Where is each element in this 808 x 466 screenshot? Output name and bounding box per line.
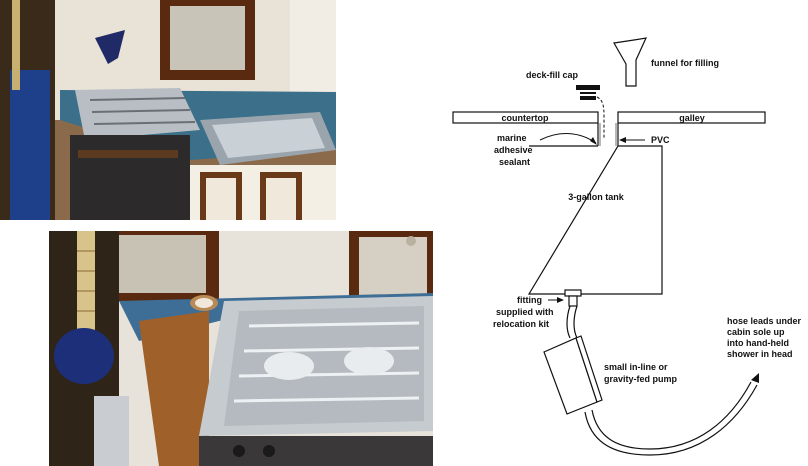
galley-photo-top bbox=[0, 0, 336, 220]
pump-label: small in-line or gravity-fed pump bbox=[604, 362, 678, 384]
fitting bbox=[564, 289, 582, 297]
tank-label: 3-gallon tank bbox=[568, 192, 625, 202]
galley-photo-bottom bbox=[49, 231, 433, 466]
funnel-icon bbox=[613, 37, 648, 87]
hose bbox=[584, 384, 758, 456]
countertop-bar bbox=[452, 111, 599, 124]
water-tank bbox=[527, 145, 663, 295]
funnel-label: funnel for filling bbox=[651, 58, 719, 68]
galley-label: galley bbox=[679, 113, 705, 123]
deck-fill-cap-icon bbox=[576, 85, 600, 100]
sealant-label: marine adhesive sealant bbox=[494, 133, 535, 167]
deck-fill-cap-label: deck-fill cap bbox=[526, 70, 579, 80]
tank-installation-diagram: funnel for filling deck-fill cap counter… bbox=[452, 37, 804, 456]
fitting-label: fitting supplied with relocation kit bbox=[493, 295, 556, 329]
countertop-label: countertop bbox=[502, 113, 549, 123]
pump bbox=[543, 335, 603, 415]
pvc-label: PVC bbox=[651, 135, 670, 145]
hose-label: hose leads under cabin sole up into hand… bbox=[727, 316, 804, 359]
galley-bar bbox=[617, 111, 766, 124]
